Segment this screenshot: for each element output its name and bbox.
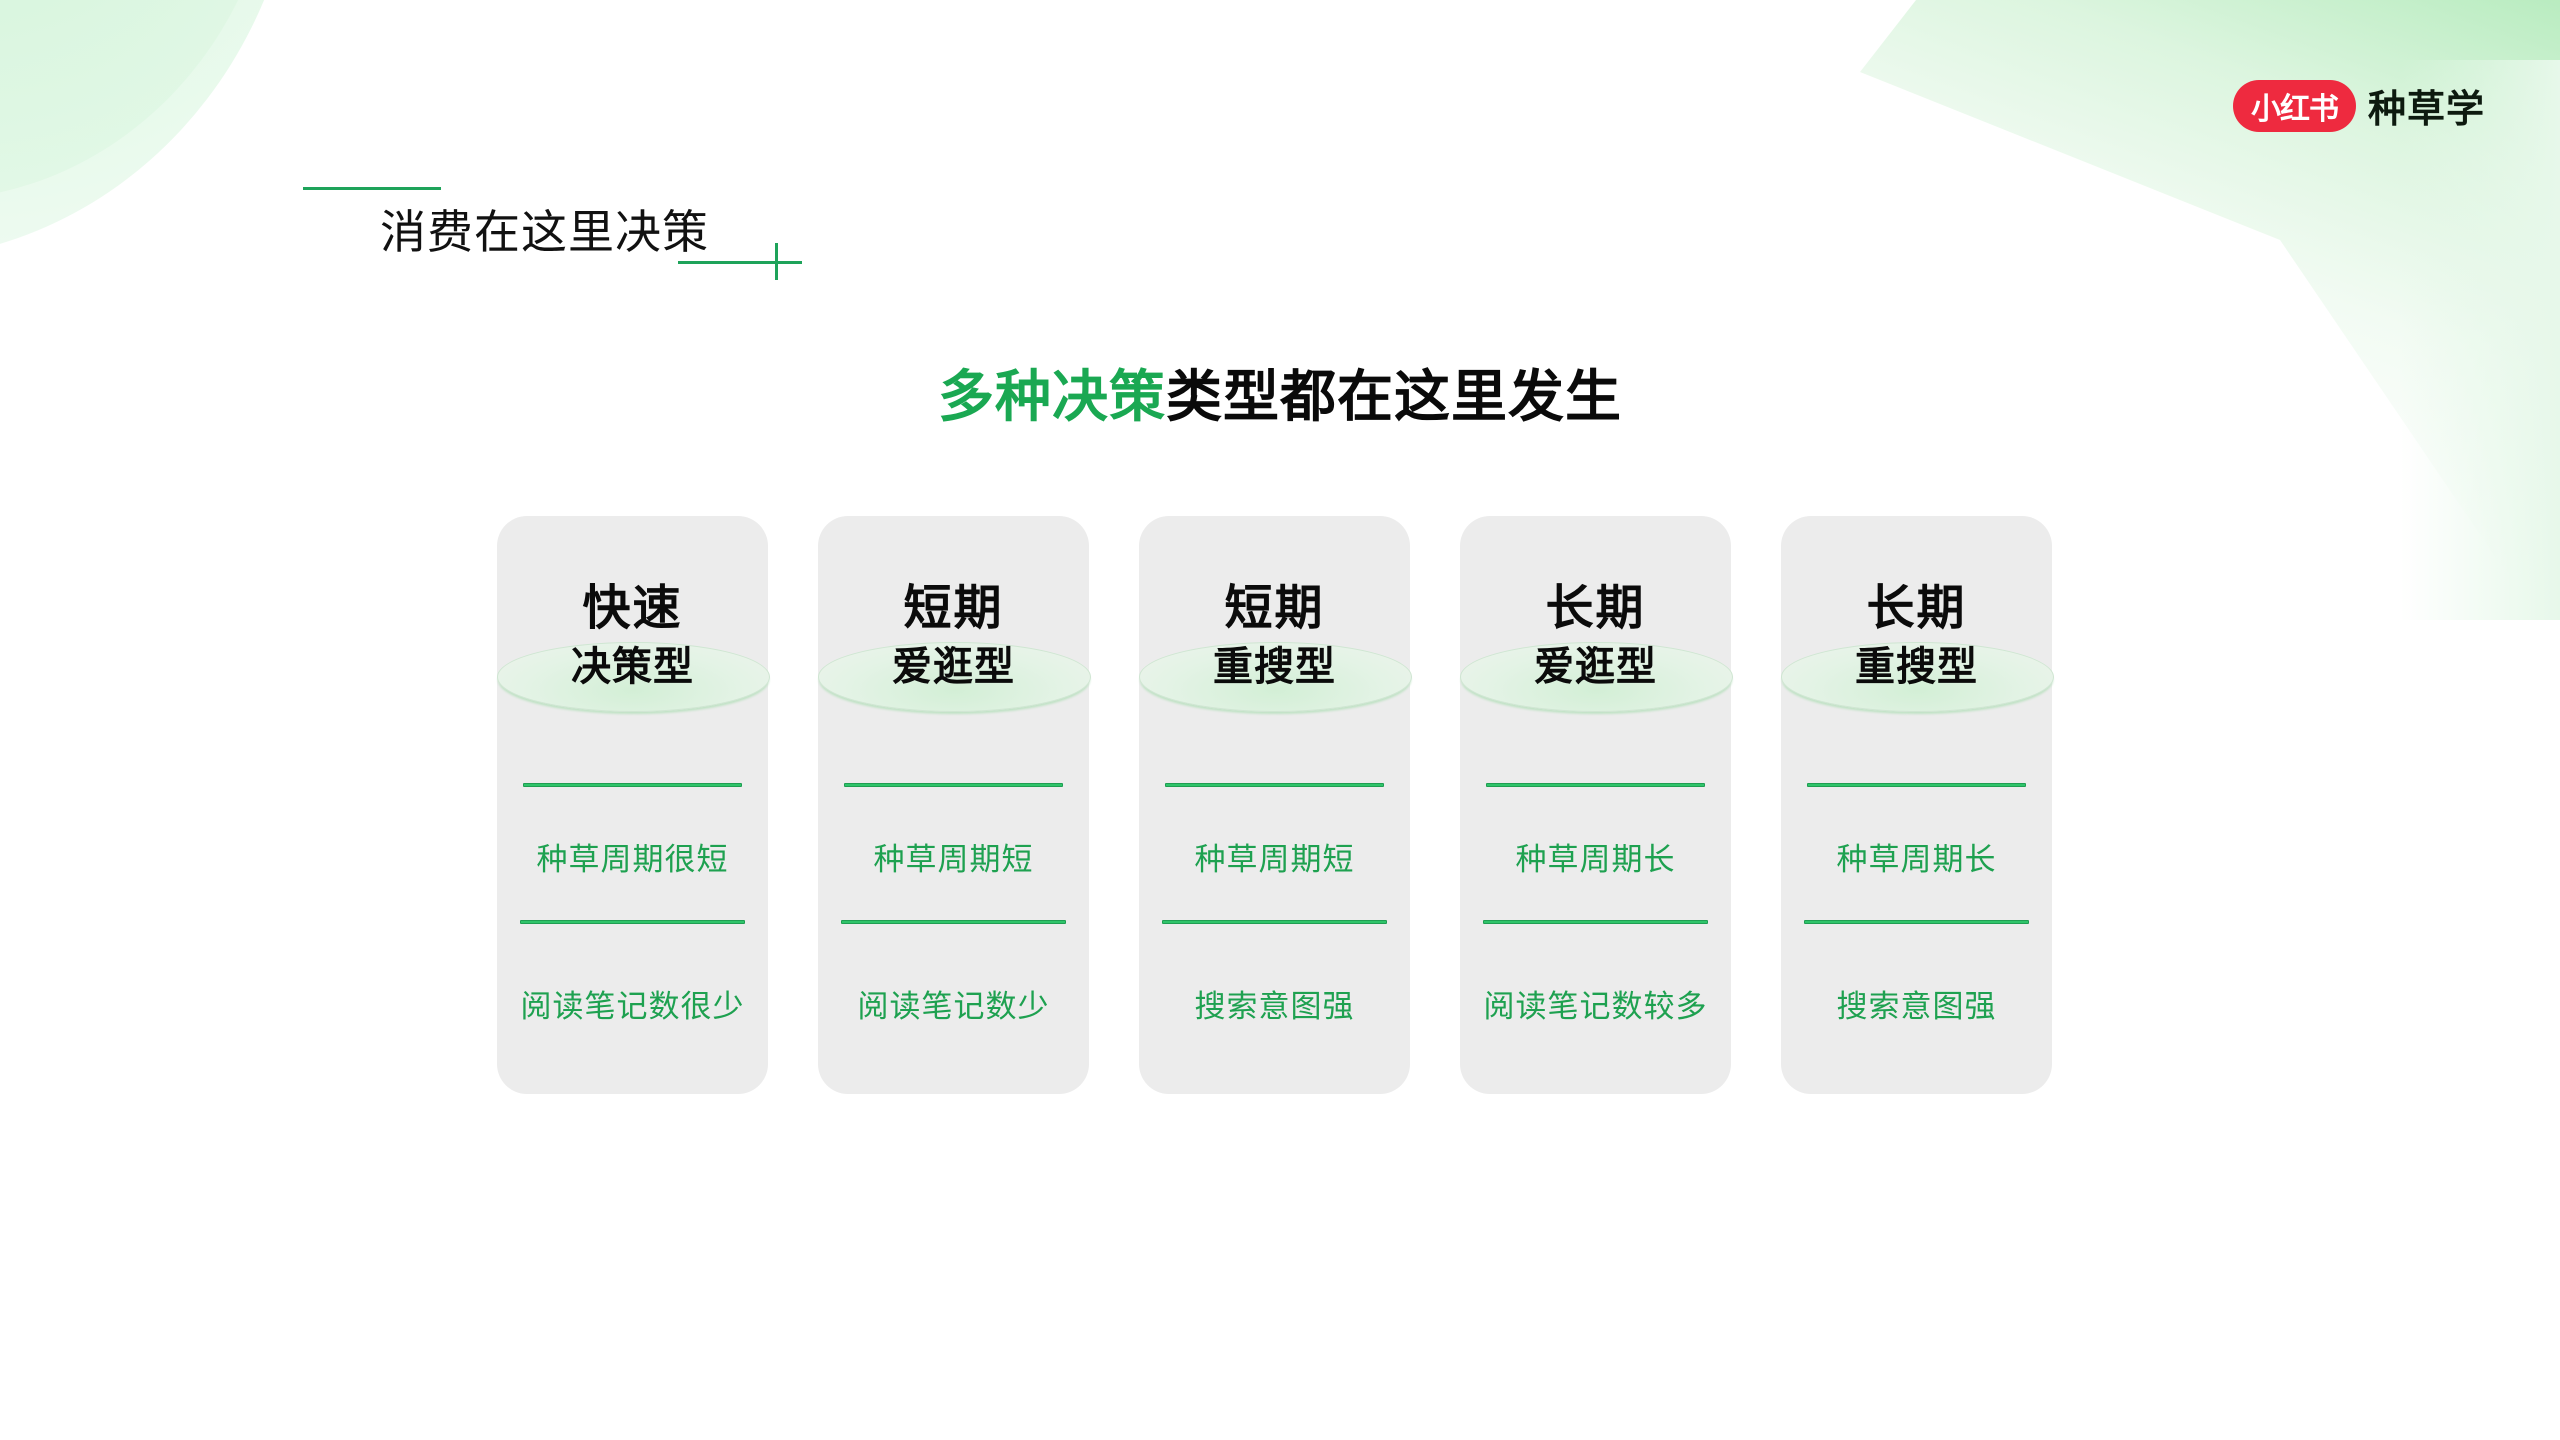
card-divider [844, 783, 1063, 787]
card-divider [1807, 783, 2026, 787]
decision-card-short-search: 短期 重搜型 种草周期短 搜索意图强 [1139, 516, 1412, 1094]
card-title-line1: 快速 [582, 580, 683, 636]
card-title-line1: 短期 [1224, 580, 1325, 636]
decision-card-quick: 快速 决策型 种草周期很短 阅读笔记数很少 [497, 516, 770, 1094]
decorative-green-glow-right-edge [2400, 60, 2560, 620]
card-divider [1486, 783, 1705, 787]
headline-highlight: 多种决策 [938, 365, 1166, 430]
xiaohongshu-badge: 小红书 [2233, 79, 2356, 132]
logo-suffix-text: 种草学 [2368, 87, 2486, 131]
card-divider [520, 920, 745, 924]
card-divider [1162, 920, 1387, 924]
card-divider [841, 920, 1066, 924]
card-ellipse-disc [1781, 642, 2054, 712]
card-title-line1: 长期 [1545, 580, 1646, 636]
decision-card-long-browse: 长期 爱逛型 种草周期长 阅读笔记数较多 [1460, 516, 1733, 1094]
card-trait-cycle: 种草周期很短 [536, 842, 729, 878]
card-trait-reading: 阅读笔记数较多 [1483, 989, 1708, 1025]
card-ellipse-disc [1139, 642, 1412, 712]
card-title-line2: 爱逛型 [1534, 644, 1657, 690]
card-ellipse-disc [818, 642, 1091, 712]
headline-rest: 类型都在这里发生 [1166, 365, 1622, 430]
section-title-bottom-rule [678, 261, 802, 264]
card-trait-cycle: 种草周期长 [1515, 842, 1676, 878]
card-title-line1: 短期 [903, 580, 1004, 636]
brand-logo: 小红书 种草学 [2233, 78, 2485, 133]
card-trait-search: 搜索意图强 [1194, 989, 1355, 1025]
card-title-line2: 爱逛型 [892, 644, 1015, 690]
card-trait-cycle: 种草周期长 [1836, 842, 1997, 878]
card-ellipse-disc [497, 642, 770, 712]
card-divider [1804, 920, 2029, 924]
decision-type-cards: 快速 决策型 种草周期很短 阅读笔记数很少 短期 爱逛型 种草周期短 阅读笔记数… [497, 516, 2054, 1094]
decision-card-short-browse: 短期 爱逛型 种草周期短 阅读笔记数少 [818, 516, 1091, 1094]
card-divider [1483, 920, 1708, 924]
card-trait-cycle: 种草周期短 [873, 842, 1034, 878]
card-title-line2: 重搜型 [1855, 644, 1978, 690]
card-title-line2: 决策型 [571, 644, 694, 690]
page-headline: 多种决策类型都在这里发生 [0, 352, 2560, 433]
card-title-line1: 长期 [1866, 580, 1967, 636]
card-trait-search: 搜索意图强 [1836, 989, 1997, 1025]
section-title-top-rule [303, 187, 441, 190]
card-title-line2: 重搜型 [1213, 644, 1336, 690]
card-ellipse-disc [1460, 642, 1733, 712]
card-divider [1165, 783, 1384, 787]
decision-card-long-search: 长期 重搜型 种草周期长 搜索意图强 [1781, 516, 2054, 1094]
card-trait-reading: 阅读笔记数很少 [520, 989, 745, 1025]
card-trait-cycle: 种草周期短 [1194, 842, 1355, 878]
section-title-cross-tick [775, 243, 778, 280]
card-trait-reading: 阅读笔记数少 [857, 989, 1050, 1025]
card-divider [523, 783, 742, 787]
section-title: 消费在这里决策 [380, 205, 709, 259]
